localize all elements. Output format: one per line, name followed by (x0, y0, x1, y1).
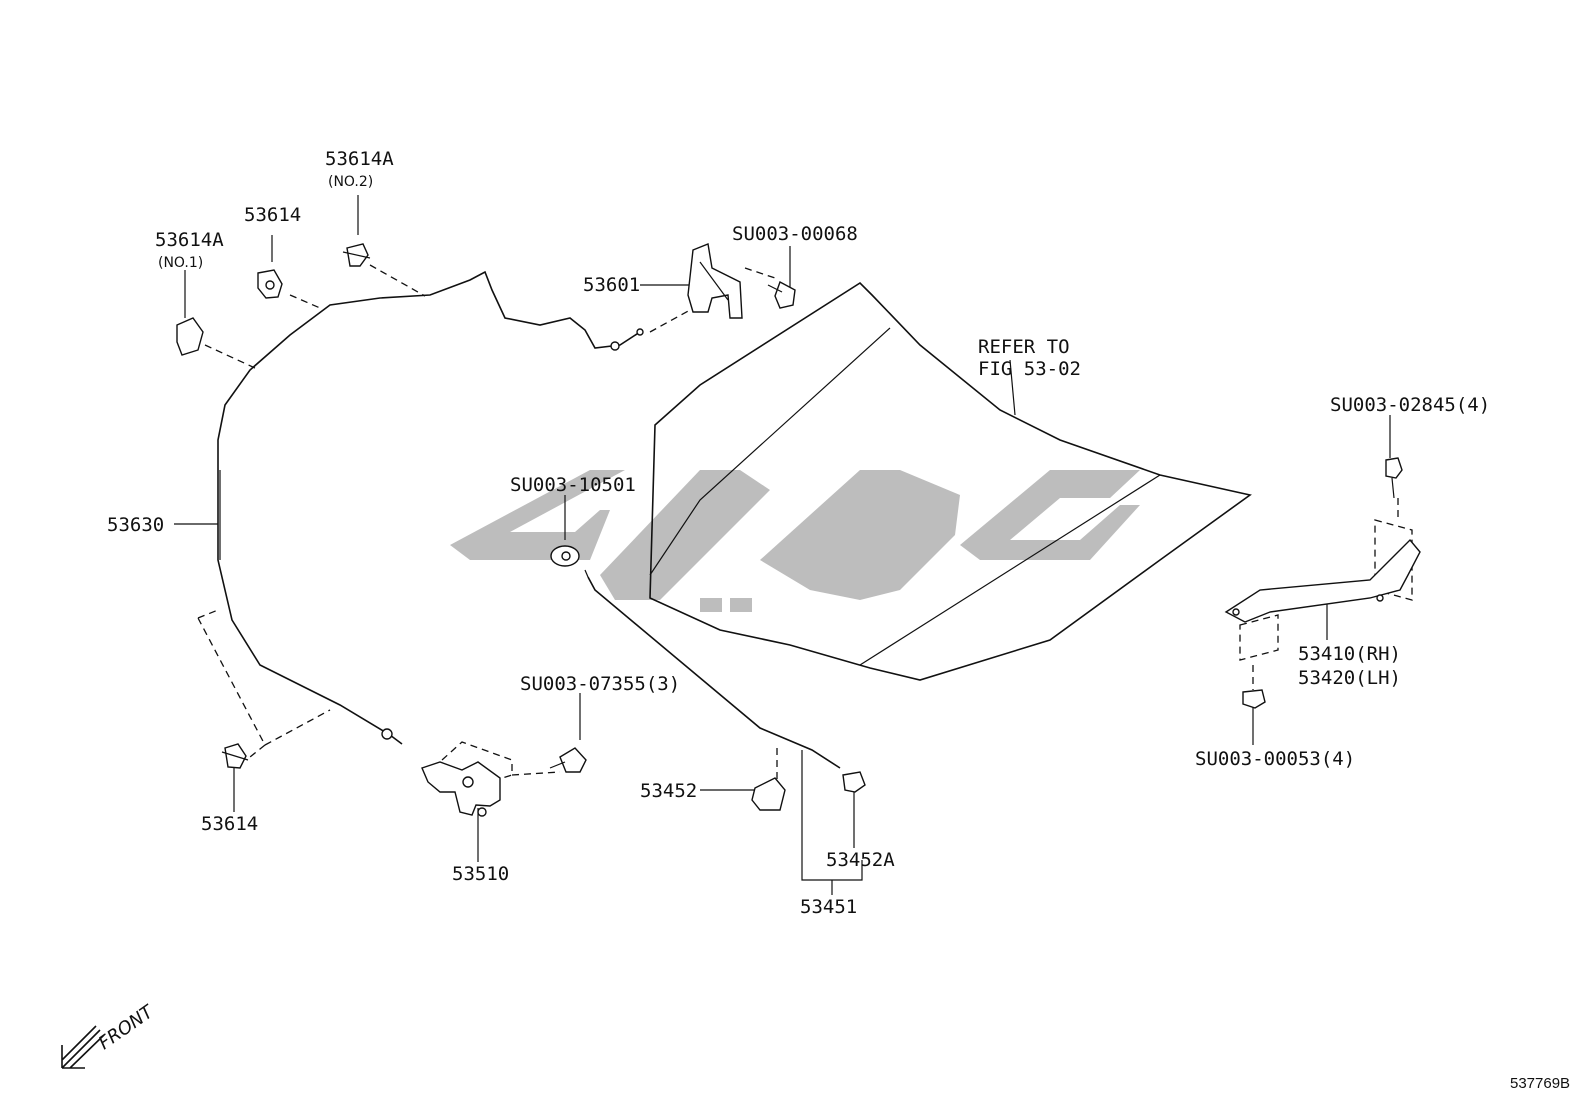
label-53452: 53452 (640, 780, 697, 802)
label-53614A-no1-sub: (NO.1) (158, 255, 203, 271)
bolt-SU003-00068 (767, 281, 796, 309)
label-53614-top: 53614 (244, 204, 301, 226)
label-SU003-00068: SU003-00068 (732, 223, 858, 245)
label-53410-rh: 53410(RH) (1298, 643, 1401, 665)
leader-lines (174, 195, 1391, 895)
label-53630: 53630 (107, 514, 164, 536)
hood-lock-control-53601 (687, 243, 743, 319)
clip-53614A-no2 (342, 243, 371, 267)
clip-53614-bottom (221, 743, 249, 769)
label-53510: 53510 (452, 863, 509, 885)
label-SU003-00053: SU003-00053(4) (1195, 748, 1355, 770)
hinge-53410-53420 (1224, 538, 1421, 623)
diagram-id: 537769B (1510, 1075, 1570, 1092)
label-53614A-no1: 53614A (155, 229, 224, 251)
label-refer-to: REFER TO (978, 336, 1070, 358)
label-SU003-07355: SU003-07355(3) (520, 673, 680, 695)
front-direction-arrow-icon (61, 1025, 105, 1069)
bolt-SU003-07355 (549, 747, 587, 773)
nut-SU003-00053 (1242, 689, 1266, 709)
holder-53452 (751, 777, 786, 811)
label-53614-bottom: 53614 (201, 813, 258, 835)
label-53420-lh: 53420(LH) (1298, 667, 1401, 689)
label-53614A-no2: 53614A (325, 148, 394, 170)
label-53452A: 53452A (826, 849, 895, 871)
label-fig-53-02: FIG 53-02 (978, 358, 1081, 380)
label-SU003-02845: SU003-02845(4) (1330, 394, 1490, 416)
label-53601: 53601 (583, 274, 640, 296)
label-front: FRONT (95, 1000, 159, 1054)
clip-53614-top (257, 269, 283, 299)
label-53614A-no2-sub: (NO.2) (328, 174, 373, 190)
washer-SU003-10501 (550, 545, 580, 567)
label-SU003-10501: SU003-10501 (510, 474, 636, 496)
hood-release-cable (217, 270, 644, 745)
support-rod-53451 (584, 569, 841, 769)
hood-lock-53510 (421, 761, 501, 817)
dashed-guides (197, 264, 1413, 790)
label-53451: 53451 (800, 896, 857, 918)
bolt-SU003-02845 (1385, 457, 1403, 499)
clip-53614A-no1 (176, 317, 204, 356)
hood-panel (649, 281, 1252, 681)
holder-53452A (842, 771, 866, 793)
watermark-logo (450, 470, 1140, 612)
